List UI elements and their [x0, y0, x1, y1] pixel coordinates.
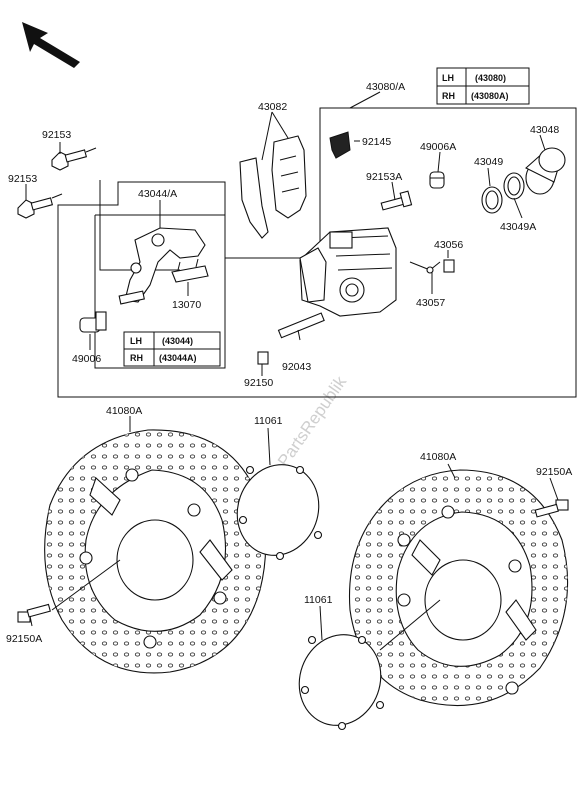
- sleeve: [277, 312, 325, 339]
- pad-pin-plug: [443, 259, 455, 273]
- caliper-table-lh: LH: [442, 73, 454, 83]
- label-92153-upper: 92153: [42, 129, 71, 141]
- label-13070: 13070: [172, 299, 201, 311]
- label-92150: 92150: [244, 377, 273, 389]
- label-43049A: 43049A: [500, 221, 536, 233]
- caliper-table-rh-part: (43080A): [471, 91, 509, 101]
- label-92153-lower: 92153: [8, 173, 37, 185]
- brake-pad-rear: [271, 135, 307, 219]
- caliper-lh-rh-table: LH (43080) RH (43080A): [436, 67, 530, 105]
- label-41080A-right: 41080A: [420, 451, 456, 463]
- bolt-92153-lower: [17, 197, 54, 219]
- label-92150A-right: 92150A: [536, 466, 572, 478]
- caliper-bracket: [118, 227, 206, 305]
- brake-disc-right: [348, 469, 569, 707]
- label-43056: 43056: [434, 239, 463, 251]
- label-43080A: 43080/A: [366, 81, 405, 93]
- bracket-lh-rh-table: LH (43044) RH (43044A): [123, 331, 221, 367]
- label-43044A: 43044/A: [138, 188, 177, 200]
- disc-bolt-right: [534, 499, 569, 518]
- label-92153A: 92153A: [366, 171, 402, 183]
- label-43082: 43082: [258, 101, 287, 113]
- label-11061-lower: 11061: [304, 594, 333, 606]
- label-43049: 43049: [474, 156, 503, 168]
- disc-bolt-left: [17, 603, 51, 623]
- brake-pad-front: [239, 157, 269, 239]
- bleeder-valve: [380, 190, 413, 211]
- label-92145: 92145: [362, 136, 391, 148]
- label-41080A-left: 41080A: [106, 405, 142, 417]
- slide-pin: [79, 311, 107, 333]
- watermark: PartsRepublik: [274, 372, 351, 470]
- bleeder-cap: [429, 171, 445, 189]
- pad-clip: [329, 131, 351, 159]
- bracket-table-rh-part: (43044A): [159, 353, 197, 363]
- bracket-table-lh-part: (43044): [162, 336, 193, 346]
- pad-spring: [171, 258, 209, 283]
- part-labels: 43080/A 43082 92153 92153 92145 49006A 4…: [6, 81, 572, 645]
- piston: [525, 147, 566, 195]
- label-92150A-left: 92150A: [6, 633, 42, 645]
- bolt-92153-upper: [51, 149, 88, 171]
- label-11061-upper: 11061: [254, 415, 283, 427]
- brake-disc-left: [44, 429, 267, 674]
- leader-lines: [25, 91, 559, 651]
- disc-gasket-lower: [298, 634, 385, 731]
- piston-seal: [481, 186, 503, 214]
- label-43057: 43057: [416, 297, 445, 309]
- bracket-table-lh: LH: [130, 336, 142, 346]
- caliper-table-rh: RH: [442, 91, 455, 101]
- disc-gasket-upper: [236, 464, 323, 561]
- label-43048: 43048: [530, 124, 559, 136]
- dust-seal: [503, 172, 525, 200]
- label-49006A: 49006A: [420, 141, 456, 153]
- bracket-table-rh: RH: [130, 353, 143, 363]
- pad-pin: [409, 261, 441, 274]
- caliper-table-lh-part: (43080): [475, 73, 506, 83]
- label-92043: 92043: [282, 361, 311, 373]
- bolt-92150: [257, 351, 269, 365]
- caliper-body: [299, 227, 397, 317]
- label-49006: 49006: [72, 353, 101, 365]
- arrow-icon: [22, 22, 80, 68]
